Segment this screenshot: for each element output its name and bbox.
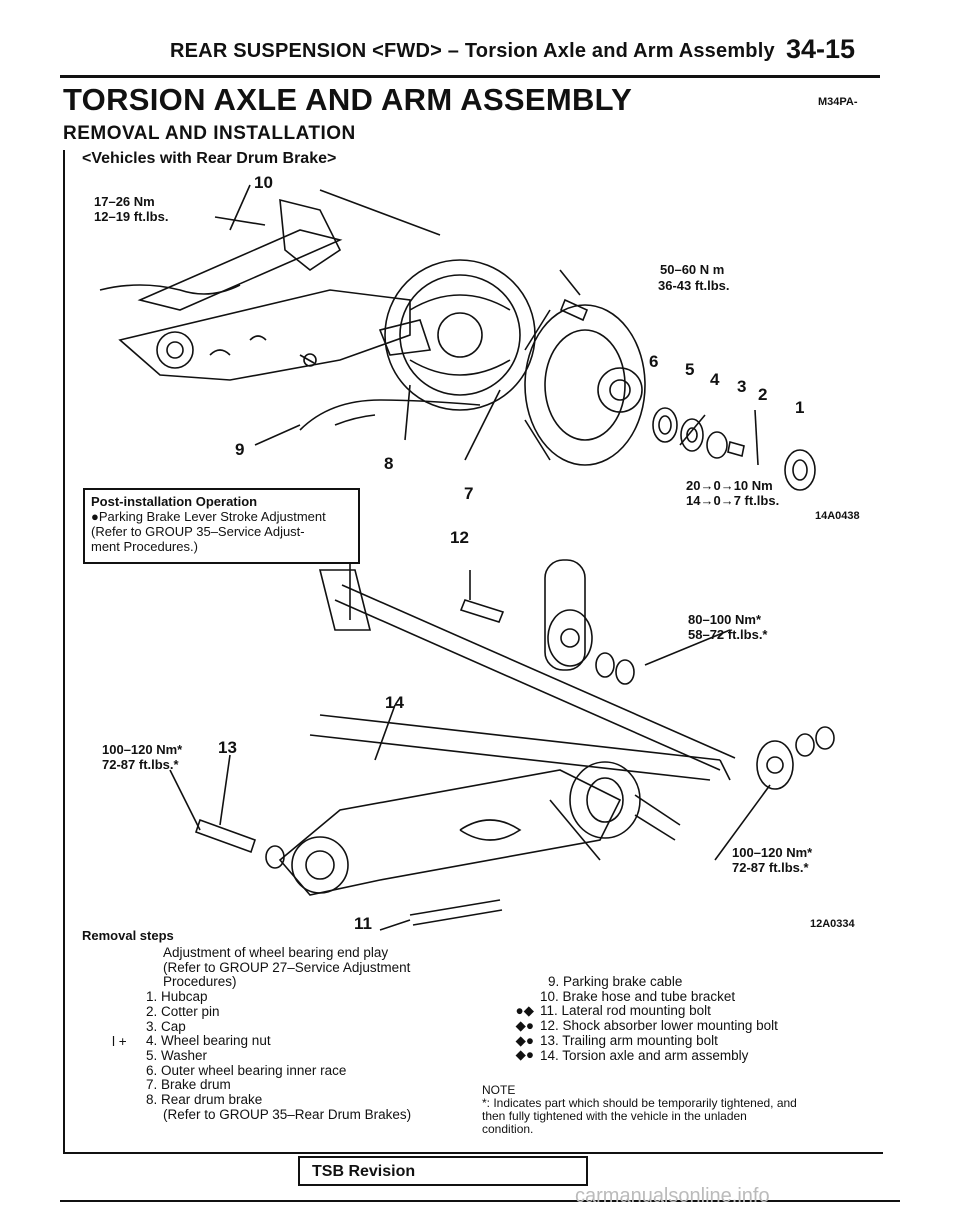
- step-item: 12. Shock absorber lower mounting bolt: [540, 1018, 778, 1034]
- step-marker: l +: [112, 1034, 127, 1049]
- removal-steps-left: Adjustment of wheel bearing end play (Re…: [146, 945, 412, 1122]
- step-item: Procedures): [163, 974, 237, 990]
- note-line: *: Indicates part which should be tempor…: [482, 1096, 797, 1110]
- watermark: carmanualsonline.info: [575, 1185, 770, 1207]
- post-installation-line: ●Parking Brake Lever Stroke Adjustment: [91, 509, 326, 524]
- callout-1: 1: [795, 398, 805, 417]
- step-item: 2. Cotter pin: [146, 1003, 220, 1019]
- torque-label: 58–72 ft.lbs.*: [688, 627, 768, 642]
- step-marker: ◆●: [515, 1032, 534, 1048]
- callout-10: 10: [254, 173, 273, 192]
- content-bottom-rule: [63, 1152, 883, 1154]
- torque-label: 17–26 Nm: [94, 194, 155, 209]
- removal-step-markers: ●◆ ◆● ◆● ◆●: [474, 975, 534, 1063]
- step-item: 11. Lateral rod mounting bolt: [540, 1003, 711, 1019]
- post-installation-line: ment Procedures.): [91, 539, 198, 554]
- step-item: (Refer to GROUP 27–Service Adjustment: [163, 959, 411, 975]
- step-item: Adjustment of wheel bearing end play: [163, 945, 389, 960]
- step-item: 3. Cap: [146, 1018, 186, 1034]
- callout-13: 13: [218, 738, 237, 757]
- note-line: then fully tightened with the vehicle in…: [482, 1109, 747, 1123]
- torque-label: 100–120 Nm*: [732, 845, 813, 860]
- section-subtitle: REMOVAL AND INSTALLATION: [63, 123, 356, 144]
- section-header: REAR SUSPENSION <FWD> – Torsion Axle and…: [170, 40, 775, 62]
- step-item: 14. Torsion axle and arm assembly: [540, 1047, 749, 1063]
- left-margin-rule: [63, 150, 65, 1152]
- figure-code: 12A0334: [810, 918, 855, 930]
- callout-2: 2: [758, 385, 768, 404]
- step-marker: ◆●: [515, 1047, 534, 1063]
- header-rule: [60, 75, 880, 78]
- callout-8: 8: [384, 454, 394, 473]
- callout-7: 7: [464, 484, 474, 503]
- step-marker: [474, 975, 534, 990]
- step-item: 9. Parking brake cable: [548, 974, 683, 989]
- step-item: 5. Washer: [146, 1047, 208, 1063]
- step-marker: ◆●: [515, 1018, 534, 1034]
- post-installation-heading: Post-installation Operation: [91, 494, 258, 509]
- post-installation-box: Post-installation Operation ●Parking Bra…: [83, 488, 360, 564]
- torque-label: 14→0→7 ft.lbs.: [686, 493, 780, 508]
- removal-steps-right: 9. Parking brake cable 10. Brake hose an…: [540, 974, 778, 1063]
- callout-5: 5: [685, 360, 695, 379]
- callout-6: 6: [649, 352, 659, 371]
- tsb-revision-box: TSB Revision: [298, 1156, 588, 1186]
- page-title: TORSION AXLE AND ARM ASSEMBLY: [63, 82, 633, 117]
- step-item: 1. Hubcap: [146, 989, 208, 1005]
- step-marker: ●◆: [515, 1003, 534, 1019]
- step-item: 13. Trailing arm mounting bolt: [540, 1032, 718, 1048]
- torque-label: 36-43 ft.lbs.: [658, 278, 730, 293]
- step-item: 6. Outer wheel bearing inner race: [146, 1062, 347, 1078]
- callout-11: 11: [354, 914, 372, 933]
- callout-14: 14: [385, 693, 404, 712]
- callout-4: 4: [710, 370, 720, 389]
- page-number: 34-15: [786, 34, 856, 64]
- footer-rule: [60, 1200, 900, 1202]
- removal-steps-heading: Removal steps: [82, 928, 174, 943]
- callout-3: 3: [737, 377, 747, 396]
- torque-label: 72-87 ft.lbs.*: [102, 757, 179, 772]
- torque-label: 20→0→10 Nm: [686, 478, 773, 493]
- figure-code: 14A0438: [815, 510, 860, 522]
- document-code: M34PA-: [818, 96, 858, 108]
- step-item: 4. Wheel bearing nut: [146, 1033, 271, 1049]
- vehicle-note: <Vehicles with Rear Drum Brake>: [82, 150, 337, 167]
- step-item: 8. Rear drum brake: [146, 1092, 263, 1108]
- callout-12: 12: [450, 528, 469, 547]
- torque-label: 100–120 Nm*: [102, 742, 183, 757]
- note-label: NOTE: [482, 1083, 516, 1097]
- torque-label: 12–19 ft.lbs.: [94, 209, 169, 224]
- torque-label: 72-87 ft.lbs.*: [732, 860, 809, 875]
- torque-label: 50–60 N m: [660, 262, 725, 277]
- step-item: (Refer to GROUP 35–Rear Drum Brakes): [163, 1106, 412, 1122]
- exploded-view-diagram: [99, 184, 835, 931]
- step-marker: [474, 990, 534, 1005]
- note-text: *: Indicates part which should be tempor…: [482, 1097, 797, 1136]
- post-installation-line: (Refer to GROUP 35–Service Adjust-: [91, 524, 305, 539]
- torque-label: 80–100 Nm*: [688, 612, 761, 627]
- step-item: 10. Brake hose and tube bracket: [540, 988, 736, 1004]
- step-item: 7. Brake drum: [146, 1077, 231, 1093]
- callout-9: 9: [235, 440, 245, 459]
- note-line: condition.: [482, 1122, 534, 1136]
